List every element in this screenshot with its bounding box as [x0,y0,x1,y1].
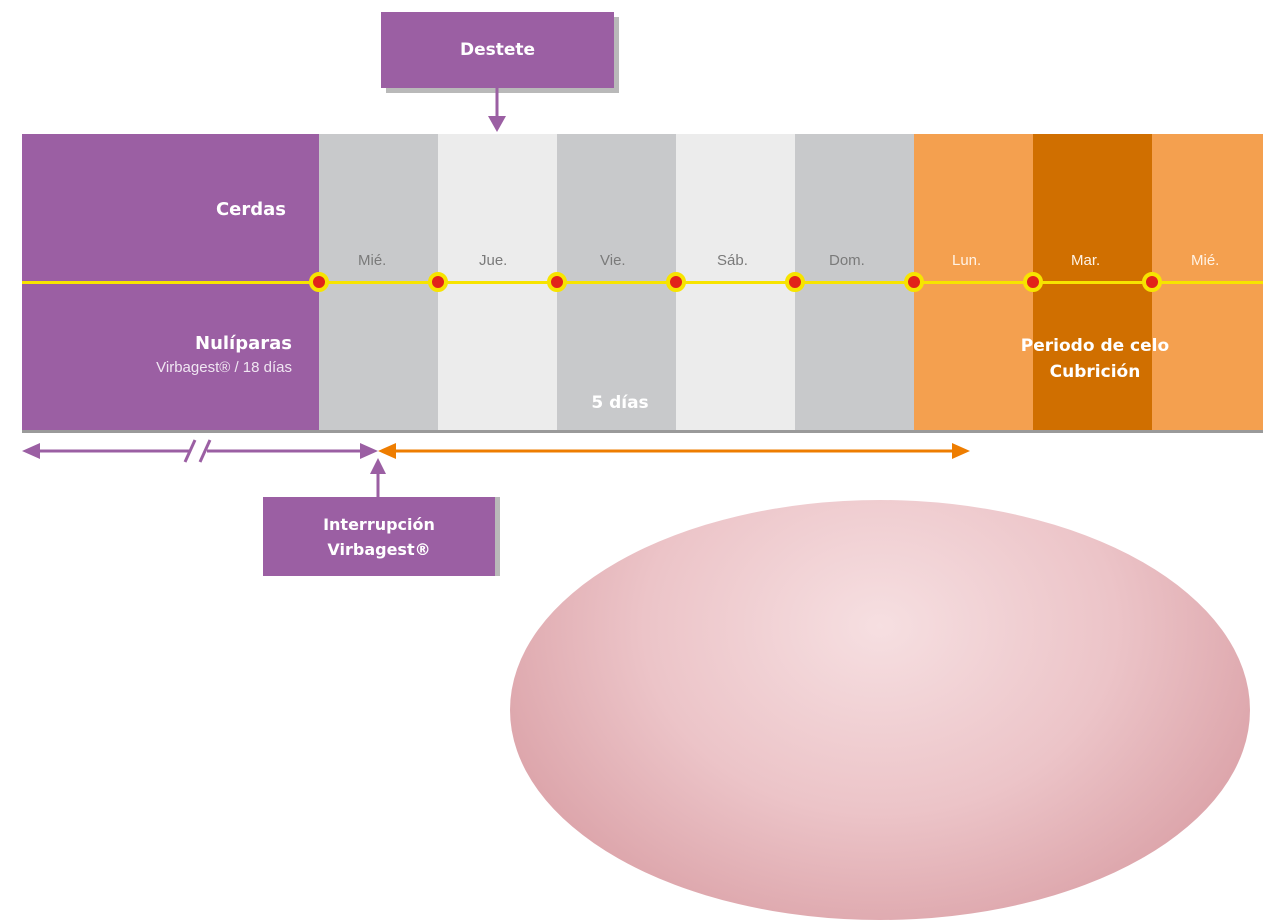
cerdas-label: Cerdas [215,199,286,220]
destete-arrow [488,88,506,132]
five-days-label: 5 días [591,393,649,413]
interrupcion-arrow [370,458,386,497]
nuliparas-label: Nulíparas [195,333,292,354]
interrupcion-line-2: Virbagest® [327,539,431,559]
destete-callout: Destete [381,12,614,88]
arrows-overlay [22,88,970,497]
day-label-4: Sáb. [717,252,748,269]
orange-double-arrow [378,443,970,459]
day-label-5: Dom. [829,252,865,269]
baseline-rule [22,430,1263,433]
destete-label: Destete [459,40,536,60]
day-label-1: Mié. [358,252,387,269]
timeline-dot-5 [785,272,805,292]
day-label-2: Jue. [479,252,508,269]
day-label-3: Vie. [600,252,626,269]
celo-label-line-2: Cubrición [1049,362,1141,382]
timeline-dot-6 [904,272,924,292]
timeline-dot-1 [309,272,329,292]
purple-double-arrow [22,439,378,463]
day-label-7: Mar. [1071,252,1101,269]
timeline-dot-4 [666,272,686,292]
interrupcion-line-1: Interrupción [323,514,435,534]
timeline-dot-3 [547,272,567,292]
celo-label-line-1: Periodo de celo [1020,336,1170,356]
celo-period-label: Periodo de celo Cubrición [960,333,1230,385]
nuliparas-subtitle: Virbagest® / 18 días [156,359,292,376]
interrupcion-callout: Interrupción Virbagest® [263,497,495,576]
timeline-dot-7 [1023,272,1043,292]
day-label-6: Lun. [952,252,982,269]
timeline-dot-8 [1142,272,1162,292]
day-label-8: Mié. [1191,252,1220,269]
timeline-line [22,281,1263,284]
timeline-dot-2 [428,272,448,292]
